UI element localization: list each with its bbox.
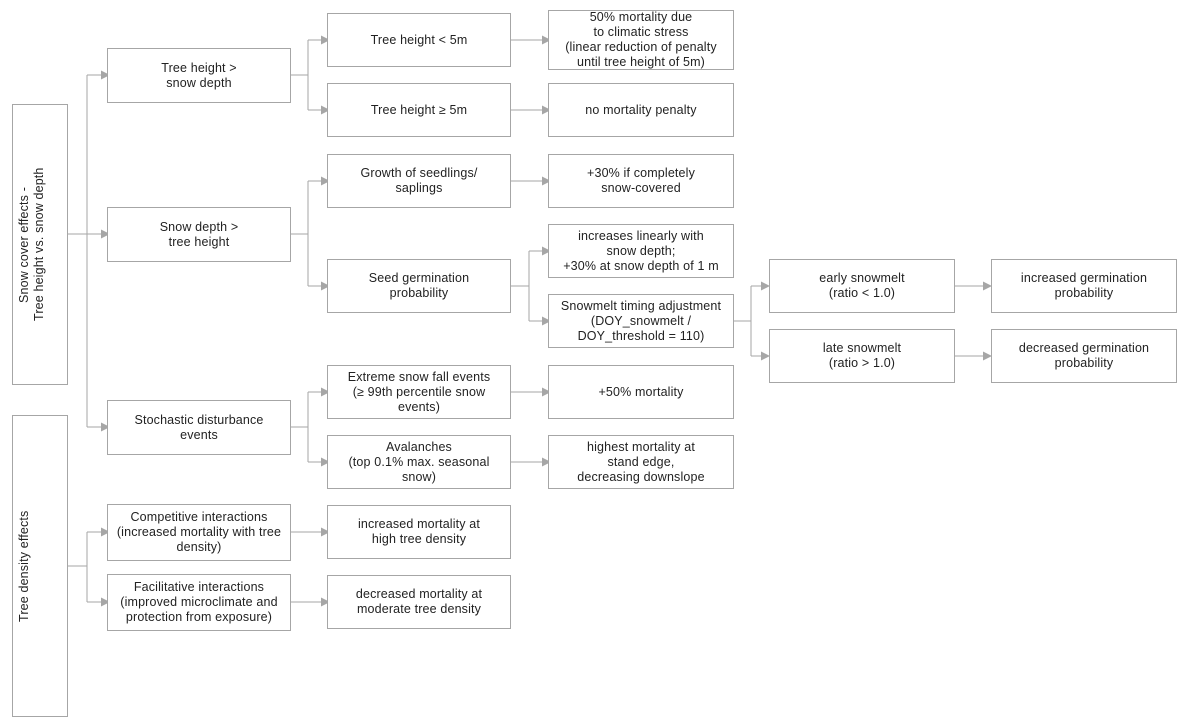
node-growth-of-seedlings-saplings[interactable]: Growth of seedlings/ saplings — [327, 154, 511, 208]
node-label: Tree density effects — [17, 510, 31, 622]
node-label: Snow depth > tree height — [159, 219, 239, 249]
node-root-tree-density-effects[interactable]: Tree density effects — [12, 415, 68, 717]
node-label: decreased mortality at moderate tree den… — [355, 587, 483, 616]
node-label: Avalanches (top 0.1% max. seasonal snow) — [348, 439, 490, 484]
node-avalanches[interactable]: Avalanches (top 0.1% max. seasonal snow) — [327, 435, 511, 489]
node-label: no mortality penalty — [585, 102, 697, 117]
node-late-snowmelt[interactable]: late snowmelt (ratio > 1.0) — [769, 329, 955, 383]
node-label: Stochastic disturbance events — [134, 412, 264, 442]
node-label: Seed germination probability — [368, 271, 470, 300]
node-decreased-mortality-moderate-density[interactable]: decreased mortality at moderate tree den… — [327, 575, 511, 629]
node-facilitative-interactions[interactable]: Facilitative interactions (improved micr… — [107, 574, 291, 631]
node-label: Tree height > snow depth — [161, 60, 237, 90]
node-early-snowmelt[interactable]: early snowmelt (ratio < 1.0) — [769, 259, 955, 313]
node-label: increased germination probability — [1020, 271, 1148, 300]
node-label: Tree height ≥ 5m — [370, 102, 468, 117]
node-label: increased mortality at high tree density — [357, 517, 481, 546]
node-label: Extreme snow fall events (≥ 99th percent… — [347, 369, 491, 414]
node-snowmelt-timing-adjustment[interactable]: Snowmelt timing adjustment (DOY_snowmelt… — [548, 294, 734, 348]
node-plus-50-percent-mortality[interactable]: +50% mortality — [548, 365, 734, 419]
node-label: +50% mortality — [598, 384, 684, 399]
node-increased-germination-probability[interactable]: increased germination probability — [991, 259, 1177, 313]
node-increased-mortality-high-density[interactable]: increased mortality at high tree density — [327, 505, 511, 559]
node-plus-30-percent-snow-covered[interactable]: +30% if completely snow-covered — [548, 154, 734, 208]
node-extreme-snow-fall-events[interactable]: Extreme snow fall events (≥ 99th percent… — [327, 365, 511, 419]
node-highest-mortality-stand-edge[interactable]: highest mortality at stand edge, decreas… — [548, 435, 734, 489]
node-increases-linearly-with-snow-depth[interactable]: increases linearly with snow depth; +30%… — [548, 224, 734, 278]
node-label: highest mortality at stand edge, decreas… — [577, 439, 705, 484]
node-tree-height-gt-snow-depth[interactable]: Tree height > snow depth — [107, 48, 291, 103]
node-no-mortality-penalty[interactable]: no mortality penalty — [548, 83, 734, 137]
node-label: Tree height < 5m — [370, 32, 468, 47]
node-label: Snow cover effects - Tree height vs. sno… — [17, 167, 46, 322]
node-label: +30% if completely snow-covered — [587, 166, 695, 195]
node-label: early snowmelt (ratio < 1.0) — [819, 271, 905, 300]
node-label: Growth of seedlings/ saplings — [360, 166, 478, 195]
node-decreased-germination-probability[interactable]: decreased germination probability — [991, 329, 1177, 383]
node-tree-height-less-5m[interactable]: Tree height < 5m — [327, 13, 511, 67]
node-label: 50% mortality due to climatic stress (li… — [565, 10, 717, 69]
node-competitive-interactions[interactable]: Competitive interactions (increased mort… — [107, 504, 291, 561]
node-label: decreased germination probability — [1018, 341, 1150, 370]
node-root-snow-cover-effects[interactable]: Snow cover effects - Tree height vs. sno… — [12, 104, 68, 385]
node-seed-germination-probability[interactable]: Seed germination probability — [327, 259, 511, 313]
node-label: late snowmelt (ratio > 1.0) — [822, 341, 902, 370]
node-label: Facilitative interactions (improved micr… — [120, 580, 278, 624]
node-50-percent-mortality-climatic-stress[interactable]: 50% mortality due to climatic stress (li… — [548, 10, 734, 70]
node-label: increases linearly with snow depth; +30%… — [563, 228, 719, 273]
node-label: Competitive interactions (increased mort… — [116, 510, 282, 554]
node-tree-height-ge-5m[interactable]: Tree height ≥ 5m — [327, 83, 511, 137]
node-snow-depth-gt-tree-height[interactable]: Snow depth > tree height — [107, 207, 291, 262]
node-label: Snowmelt timing adjustment (DOY_snowmelt… — [560, 298, 722, 343]
node-stochastic-disturbance-events[interactable]: Stochastic disturbance events — [107, 400, 291, 455]
